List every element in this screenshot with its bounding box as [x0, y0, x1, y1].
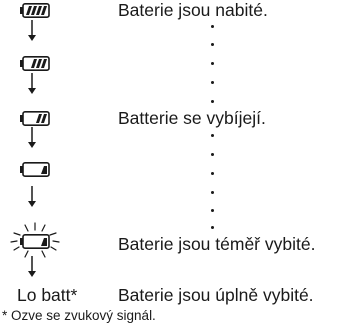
ellipsis-dot — [211, 209, 214, 212]
battery-half-icon — [20, 111, 50, 126]
battery-discharging-label: Batterie se vybíjejí. — [118, 108, 266, 128]
battery-full-label: Baterie jsou nabité. — [118, 0, 268, 20]
down-arrow-icon — [28, 256, 36, 277]
down-arrow-icon — [28, 186, 36, 207]
footnote: * Ozve se zvukový signál. — [2, 308, 156, 323]
ellipsis-dot — [211, 134, 214, 137]
ellipsis-dot — [211, 191, 214, 194]
ellipsis-dot — [211, 226, 214, 229]
lo-batt-indicator: Lo batt* — [17, 285, 78, 305]
battery-low-icon — [20, 162, 50, 177]
down-arrow-icon — [28, 20, 36, 41]
battery-empty-label: Baterie jsou úplně vybité. — [118, 285, 314, 305]
ellipsis-dot — [211, 62, 214, 65]
ellipsis-dot — [211, 100, 214, 103]
battery-full-icon — [20, 3, 50, 18]
down-arrow-icon — [28, 73, 36, 94]
battery-almost-empty-label: Baterie jsou téměř vybité. — [118, 234, 316, 254]
battery-high-icon — [20, 56, 50, 71]
ellipsis-dot — [211, 153, 214, 156]
ellipsis-dot — [211, 81, 214, 84]
ellipsis-dot — [211, 25, 214, 28]
ellipsis-dot — [211, 43, 214, 46]
down-arrow-icon — [28, 127, 36, 148]
battery-low-blinking-icon — [10, 222, 60, 258]
ellipsis-dot — [211, 172, 214, 175]
